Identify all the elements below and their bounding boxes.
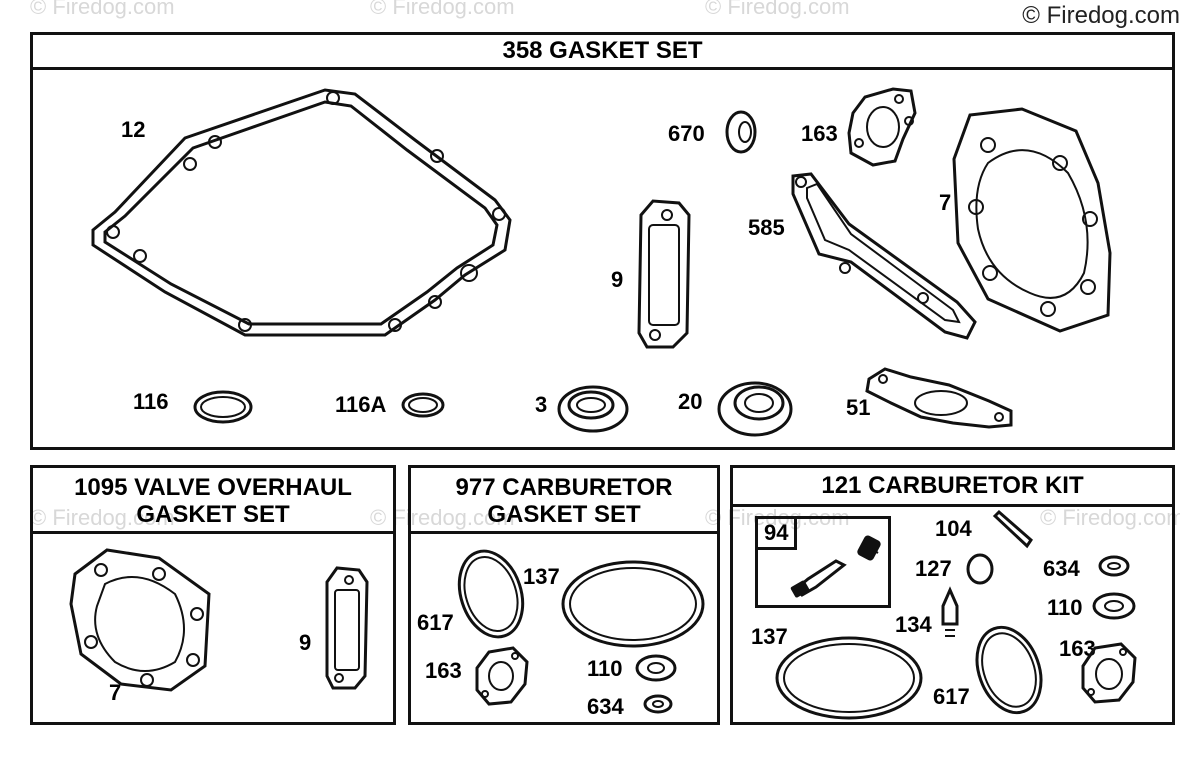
copyright-notice: © Firedog.com — [1022, 2, 1180, 29]
panel-121-carburetor-kit: 121 CARBURETOR KIT 94 104 127 634 110 13… — [730, 465, 1175, 725]
part-label-9[interactable]: 9 — [299, 630, 312, 655]
head-gasket-illustration[interactable] — [67, 544, 217, 694]
gasket-585-illustration[interactable] — [785, 170, 985, 345]
gasket-163-illustration[interactable] — [1077, 640, 1141, 706]
part-label-20[interactable]: 20 — [678, 389, 703, 414]
gasket-617-illustration[interactable] — [451, 544, 531, 644]
part-label-9[interactable]: 9 — [611, 267, 624, 292]
pin-104-illustration[interactable] — [989, 508, 1037, 550]
part-label-3[interactable]: 3 — [535, 392, 548, 417]
watermark: © Firedog.com — [370, 0, 515, 19]
part-label-127[interactable]: 127 — [915, 556, 952, 581]
oring-116a-illustration[interactable] — [399, 390, 447, 420]
head-gasket-illustration[interactable] — [948, 103, 1118, 343]
part-label-617[interactable]: 617 — [417, 610, 454, 635]
part-label-617[interactable]: 617 — [933, 684, 970, 709]
needle-spring-illustration[interactable] — [778, 531, 888, 601]
panel-title: 977 CARBURETOR GASKET SET — [411, 468, 717, 534]
gasket-163-illustration[interactable] — [471, 644, 533, 708]
panel-title: 121 CARBURETOR KIT — [733, 468, 1172, 507]
part-label-7[interactable]: 7 — [939, 190, 952, 215]
part-label-110[interactable]: 110 — [1047, 595, 1083, 620]
gasket-51-illustration[interactable] — [861, 365, 1021, 433]
gasket-9-illustration[interactable] — [633, 195, 695, 353]
seal-3-illustration[interactable] — [555, 380, 631, 438]
part-label-104[interactable]: 104 — [935, 516, 972, 541]
part-label-585[interactable]: 585 — [748, 215, 785, 240]
plug-127-illustration[interactable] — [963, 552, 997, 586]
panel-358-gasket-set: 358 GASKET SET 12 670 163 7 585 9 116 11… — [30, 32, 1175, 450]
part-label-7[interactable]: 7 — [109, 680, 122, 705]
panel-title-line-2: GASKET SET — [136, 501, 290, 528]
gasket-137-illustration[interactable] — [769, 628, 929, 724]
part-label-134[interactable]: 134 — [895, 612, 932, 637]
panel-title: 1095 VALVE OVERHAUL GASKET SET — [33, 468, 393, 534]
washer-110-illustration[interactable] — [1089, 590, 1139, 622]
panel-title: 358 GASKET SET — [33, 35, 1172, 70]
watermark: © Firedog.com — [30, 505, 175, 530]
washer-634-illustration[interactable] — [1095, 552, 1133, 580]
part-label-634[interactable]: 634 — [1043, 556, 1080, 581]
subkit-94-tag: 94 — [758, 519, 798, 550]
needle-134-illustration[interactable] — [937, 586, 963, 642]
part-label-137[interactable]: 137 — [751, 624, 788, 649]
oring-116-illustration[interactable] — [190, 387, 256, 427]
gasket-617-illustration[interactable] — [969, 620, 1049, 720]
part-label-137[interactable]: 137 — [523, 564, 560, 589]
panel-title-line-1: 977 CARBURETOR — [455, 474, 673, 501]
washer-110-illustration[interactable] — [633, 652, 679, 684]
part-label-163[interactable]: 163 — [425, 658, 462, 683]
watermark: © Firedog.com — [1040, 505, 1180, 530]
part-label-110[interactable]: 110 — [587, 656, 623, 681]
washer-634-illustration[interactable] — [641, 692, 675, 716]
part-label-116a[interactable]: 116A — [335, 392, 387, 417]
part-label-116[interactable]: 116 — [133, 389, 169, 414]
watermark: © Firedog.com — [705, 0, 850, 19]
panel-title-line-1: 1095 VALVE OVERHAUL — [74, 474, 352, 501]
part-label-12[interactable]: 12 — [121, 117, 146, 142]
subkit-94-box[interactable]: 94 — [755, 516, 891, 608]
panel-977-carburetor-gasket-set: 977 CARBURETOR GASKET SET 137 617 163 11… — [408, 465, 720, 725]
washer-670-illustration[interactable] — [721, 107, 761, 157]
crankcase-gasket-illustration[interactable] — [85, 80, 535, 350]
part-label-670[interactable]: 670 — [668, 121, 705, 146]
panel-title-line-2: GASKET SET — [487, 501, 641, 528]
gasket-163-illustration[interactable] — [843, 83, 923, 173]
gasket-9-illustration[interactable] — [321, 564, 371, 694]
seal-20-illustration[interactable] — [715, 375, 797, 441]
part-label-634[interactable]: 634 — [587, 694, 624, 719]
gasket-137-illustration[interactable] — [559, 556, 709, 656]
part-label-51[interactable]: 51 — [846, 395, 871, 420]
watermark: © Firedog.com — [30, 0, 175, 19]
part-label-163[interactable]: 163 — [801, 121, 838, 146]
panel-1095-valve-overhaul: 1095 VALVE OVERHAUL GASKET SET 9 7 — [30, 465, 396, 725]
